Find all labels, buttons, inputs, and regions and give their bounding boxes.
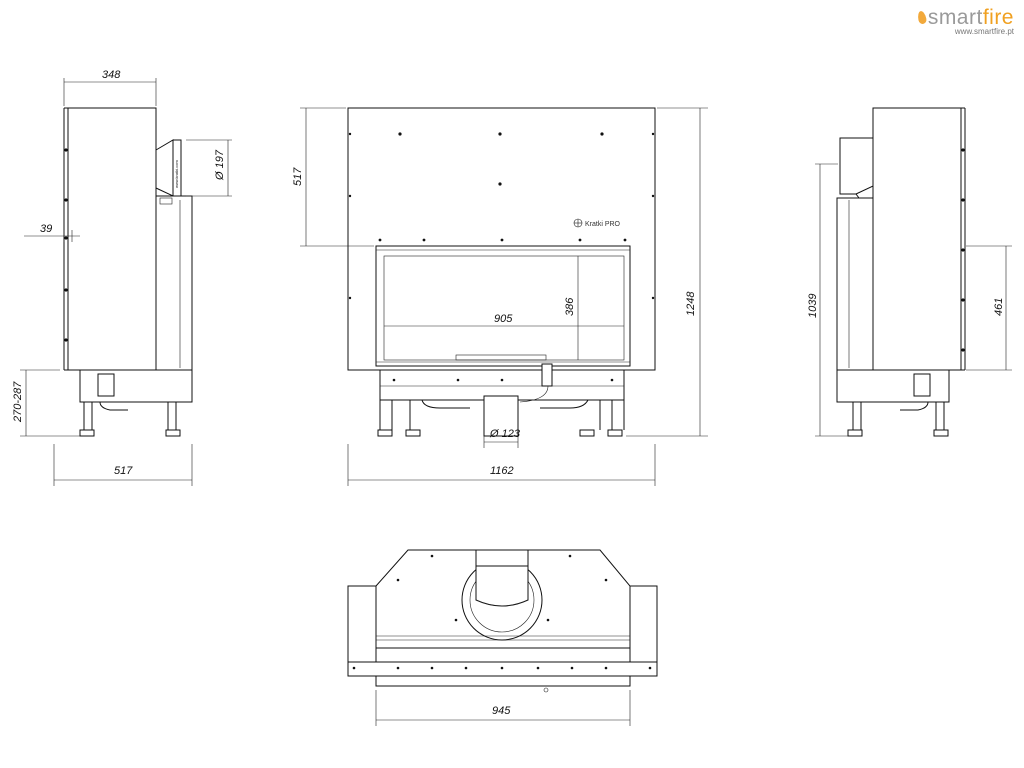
right-dimensions: 1039 461 [807,163,1012,437]
dim-total-height: 1248 [685,291,697,316]
dim-glass-height: 386 [564,297,576,316]
right-side-view [836,107,966,437]
dim-top-view-width: 945 [492,705,511,717]
front-dimensions: 517 1248 905 386 Ø 123 1162 [292,107,708,486]
dim-total-width: 1162 [490,465,514,477]
brand-name-part2: fire [982,6,1014,29]
left-side-view: www.kratki.com [63,107,193,437]
dim-glass-width: 905 [494,313,513,325]
dim-air-inlet-diameter: Ø 123 [489,428,521,440]
dim-right-door-height: 461 [993,298,1005,316]
dim-side-offset: 39 [40,223,52,235]
top-dimensions: 945 [375,690,631,726]
brand-wordmark: smartfire [916,6,1014,30]
dim-right-height: 1039 [807,294,819,318]
insert-brand-logo: Kratki PRO [573,218,621,228]
top-view [347,549,658,693]
brand-name-part1: smart [927,6,983,29]
brand-url: www.smartfire.pt [954,27,1014,36]
dim-side-depth-bottom: 517 [114,465,133,477]
insert-logo-text: Kratki PRO [585,221,621,228]
dim-front-top-height: 517 [292,167,304,186]
left-dimensions: 348 Ø 197 39 270-287 517 [12,69,232,486]
dim-leg-height: 270-287 [12,381,24,423]
dim-side-depth-top: 348 [102,69,121,81]
dim-flue-diameter: Ø 197 [214,149,226,181]
smartfire-logo: smartfire www.smartfire.pt [916,6,1014,36]
pipe-label-left: www.kratki.com [174,160,179,188]
front-view: Kratki PRO [347,107,656,437]
